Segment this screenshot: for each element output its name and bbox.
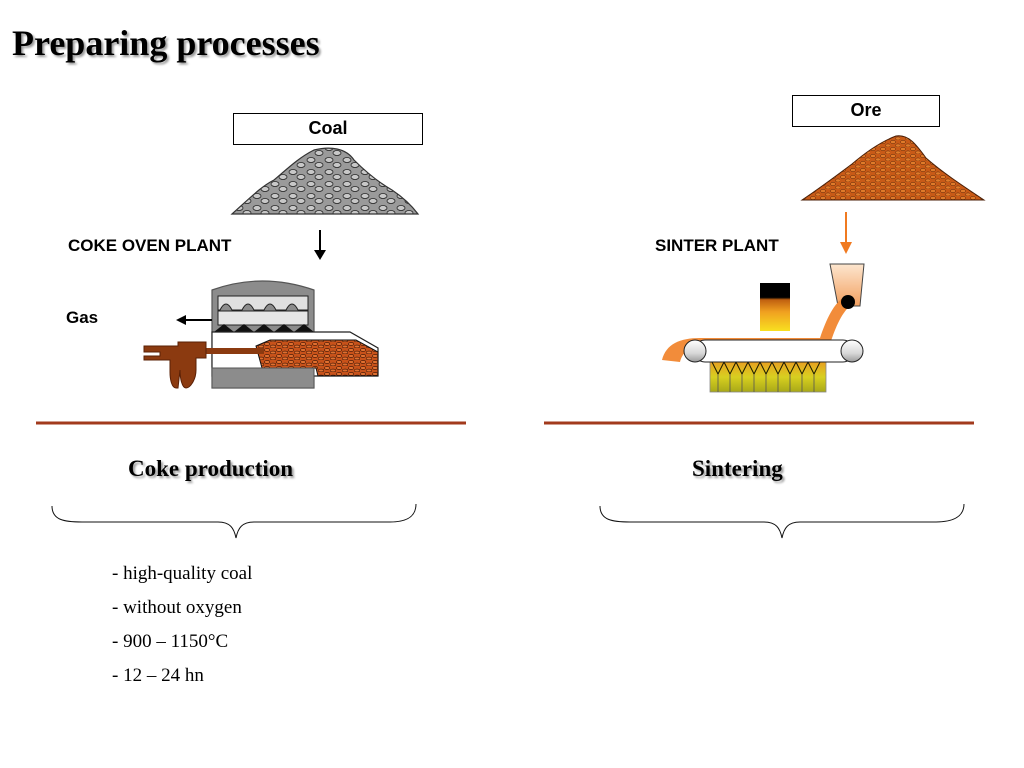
coke-notes-list: - high-quality coal - without oxygen - 9… (112, 560, 252, 696)
ore-label: Ore (850, 100, 882, 120)
ore-pile (800, 135, 986, 201)
coal-label: Coal (308, 118, 348, 138)
coke-oven-icon (143, 280, 379, 389)
sintering-title: Sintering (692, 456, 783, 481)
coal-pile (230, 147, 420, 215)
sinter-plant-label: SINTER PLANT (655, 236, 779, 255)
gas-label: Gas (66, 308, 99, 327)
ore-label-box: Ore (792, 95, 940, 127)
gas-arrow-icon (176, 315, 186, 325)
coal-label-box: Coal (233, 113, 423, 145)
coal-arrow-icon (314, 250, 326, 260)
ore-arrow-icon (840, 242, 852, 254)
coke-oven-plant-label: COKE OVEN PLANT (68, 236, 232, 255)
list-item: - without oxygen (112, 597, 242, 618)
page-title: Preparing processes (12, 23, 320, 63)
coke-production-title: Coke production (128, 456, 294, 481)
list-item: - 12 – 24 hn (112, 665, 204, 686)
list-item: - 900 – 1150°C (112, 631, 229, 652)
sinter-plant-icon (662, 263, 865, 393)
brace-right (599, 503, 965, 539)
list-item: - high-quality coal (112, 563, 253, 584)
brace-left (51, 503, 417, 539)
